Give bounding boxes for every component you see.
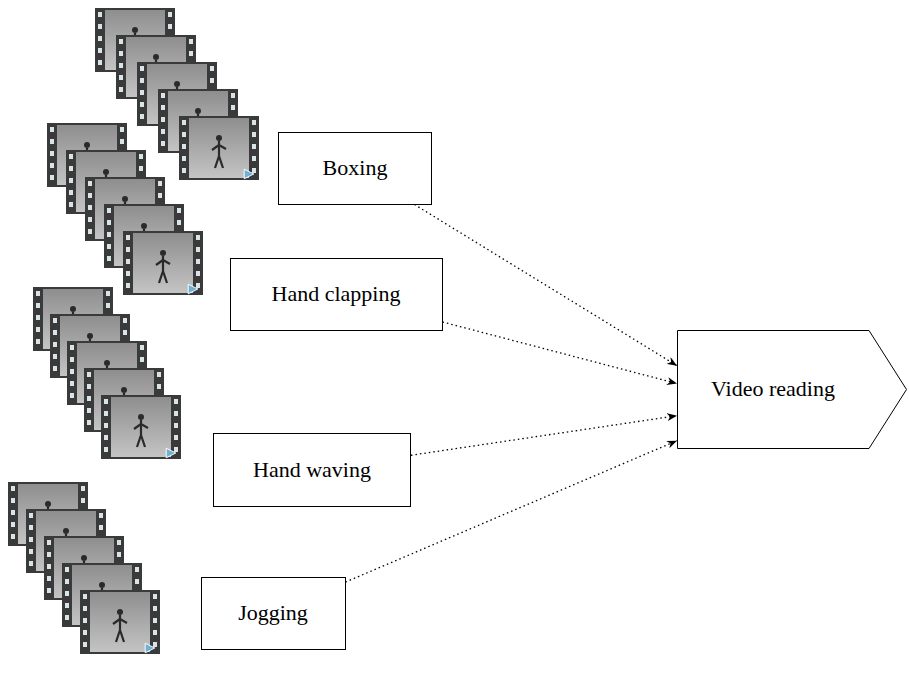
- dotted-arrow: [411, 416, 677, 456]
- node-label: Hand waving: [253, 457, 371, 483]
- node-label: Jogging: [238, 600, 308, 626]
- class-label-box: Hand waving: [213, 433, 411, 507]
- class-label-box: Hand clapping: [230, 258, 443, 331]
- class-label-box: Boxing: [278, 132, 432, 205]
- play-icon: [188, 284, 198, 294]
- video-frame: [123, 231, 203, 295]
- video-frame: [101, 395, 181, 459]
- dotted-arrow: [414, 205, 677, 366]
- play-icon: [145, 643, 155, 653]
- play-icon: [244, 169, 254, 179]
- video-frame: [80, 590, 160, 654]
- dotted-arrow: [443, 322, 678, 384]
- node-label: Hand clapping: [272, 281, 401, 307]
- video-frame: [179, 116, 259, 180]
- node-label: Boxing: [323, 155, 388, 181]
- play-icon: [166, 448, 176, 458]
- output-arrow-box: Video reading: [677, 330, 907, 449]
- pentagon-shape: [678, 331, 907, 449]
- node-label: Video reading: [711, 376, 835, 402]
- class-label-box: Jogging: [201, 577, 346, 650]
